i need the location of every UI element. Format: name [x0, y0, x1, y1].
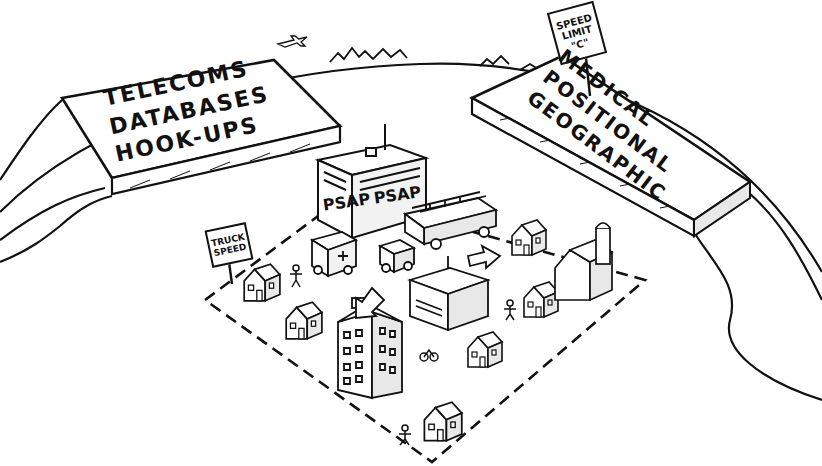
truck-speed-sign: TRUCK SPEED — [205, 222, 254, 268]
flat-building — [410, 256, 488, 330]
stick-figures — [290, 265, 516, 445]
sign-post — [229, 262, 232, 284]
barn-silo — [555, 223, 612, 300]
ambulance — [312, 232, 356, 276]
house-group — [244, 220, 558, 441]
airplane — [278, 36, 307, 47]
mountain-range — [330, 48, 538, 70]
dispatch-arrow — [356, 288, 384, 318]
dispatch-arrow — [468, 246, 500, 268]
utility-vehicle — [380, 240, 414, 272]
service-area-boundary — [205, 196, 645, 462]
sign-text: TRUCK SPEED — [209, 231, 249, 259]
